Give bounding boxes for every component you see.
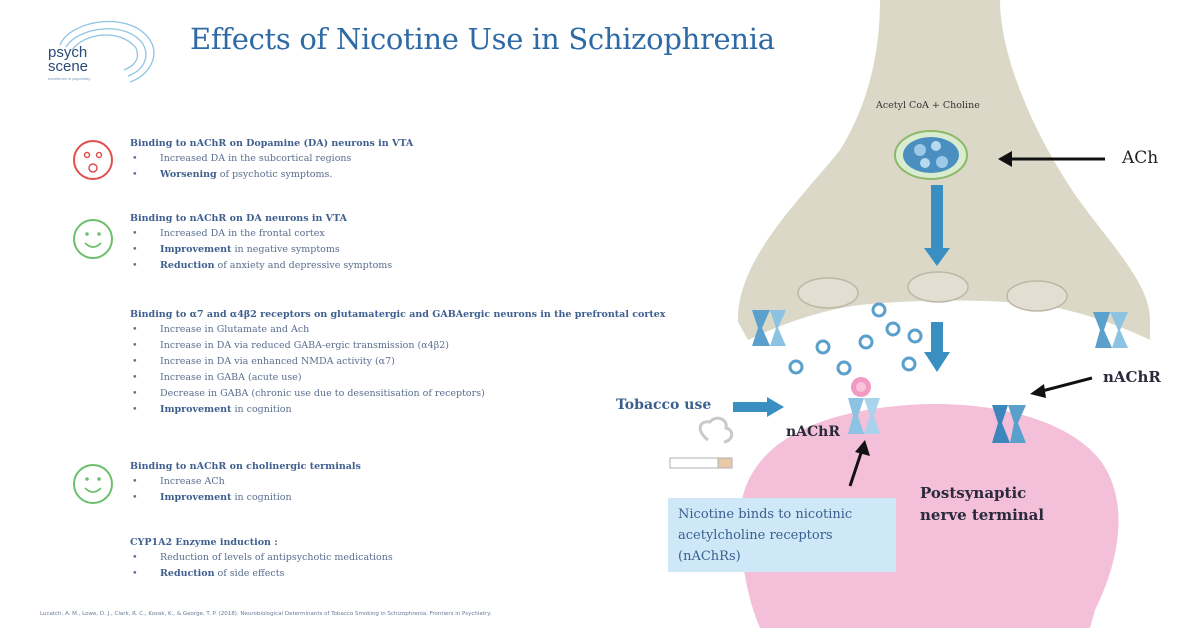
release-site-right: [1006, 280, 1068, 312]
bullet-item: Reduction of anxiety and depressive symp…: [130, 260, 392, 271]
bullet-item: Increase in Glutamate and Ach: [130, 324, 665, 335]
section-heading: Binding to α7 and α4β2 receptors on glut…: [130, 309, 666, 320]
postsynaptic-label-line2: nerve terminal: [920, 506, 1045, 524]
bullet-item: Improvement in cognition: [130, 492, 361, 503]
bullet-item: Reduction of levels of antipsychotic med…: [130, 552, 393, 563]
bullet-list: Reduction of levels of antipsychotic med…: [130, 552, 393, 579]
logo: psych scene excellence in psychiatry: [40, 20, 170, 90]
release-site-center: [907, 271, 969, 303]
section-prefrontal-receptors: Binding to α7 and α4β2 receptors on glut…: [130, 309, 665, 420]
presynaptic-receptor-left: [752, 310, 786, 346]
nachr-label-right: nAChR: [1103, 368, 1161, 386]
bullet-item: Improvement in negative symptoms: [130, 244, 392, 255]
ach-pointer-head: [998, 151, 1012, 167]
vesicle-core: [903, 137, 959, 173]
section-cyp1a2: CYP1A2 Enzyme induction : Reduction of l…: [130, 537, 393, 584]
page-title: Effects of Nicotine Use in Schizophrenia: [190, 22, 775, 56]
bullet-item: Increase in DA via reduced GABA-ergic tr…: [130, 340, 665, 351]
synapse-arrow-shaft: [931, 322, 943, 354]
logo-word-1: psych: [48, 44, 88, 61]
citation: Lucatch, A. M., Lowe, D. J., Clark, R. C…: [40, 611, 492, 617]
sad-face-icon: [73, 140, 113, 180]
tobacco-use-label: Tobacco use: [616, 397, 712, 413]
bullet-item: Increased DA in the subcortical regions: [130, 153, 413, 164]
ach-molecules: [788, 302, 923, 376]
section-heading: Binding to nAChR on cholinergic terminal…: [130, 461, 361, 472]
logo-tagline: excellence in psychiatry: [48, 76, 91, 81]
bullet-list: Increased DA in the subcortical regions …: [130, 153, 413, 180]
section-da-vta-negative: Binding to nAChR on Dopamine (DA) neuron…: [130, 138, 413, 185]
bullet-item: Improvement in cognition: [130, 404, 665, 415]
nachr-label-center: nAChR: [786, 424, 840, 440]
release-arrow-head: [924, 248, 950, 266]
section-heading: CYP1A2 Enzyme induction :: [130, 537, 278, 548]
nachr-pointer-shaft: [1041, 376, 1093, 393]
nachr-pointer-head: [1030, 384, 1046, 398]
bullet-item: Increase ACh: [130, 476, 361, 487]
ach-label: ACh: [1122, 148, 1159, 168]
synapse-arrow-head: [924, 352, 950, 372]
happy-face-icon: [73, 464, 113, 504]
postsynaptic-receptor-right: [992, 405, 1026, 443]
bullet-list: Increase ACh Improvement in cognition: [130, 476, 361, 503]
callout-pointer-head: [855, 440, 870, 456]
happy-face-icon: [73, 219, 113, 259]
bullet-list: Increased DA in the frontal cortex Impro…: [130, 228, 392, 271]
bullet-item: Decrease in GABA (chronic use due to des…: [130, 388, 665, 399]
acetyl-coa-label: Acetyl CoA + Choline: [876, 100, 980, 111]
cigarette-icon: [669, 416, 734, 469]
presynaptic-receptor-right: [1093, 312, 1128, 348]
logo-word-2: scene: [48, 58, 89, 75]
section-da-vta-positive: Binding to nAChR on DA neurons in VTA In…: [130, 213, 392, 276]
section-heading: Binding to nAChR on Dopamine (DA) neuron…: [130, 138, 414, 149]
bullet-item: Worsening of psychotic symptoms.: [130, 169, 413, 180]
tobacco-arrow-head: [767, 397, 784, 417]
bullet-item: Increased DA in the frontal cortex: [130, 228, 392, 239]
postsynaptic-receptor-center: [848, 398, 880, 434]
postsynaptic-label-line1: Postsynaptic: [920, 484, 1027, 502]
logo-swirl-icon: [59, 20, 155, 83]
section-heading: Binding to nAChR on DA neurons in VTA: [130, 213, 347, 224]
callout-pointer-shaft: [848, 449, 864, 487]
bullet-item: Reduction of side effects: [130, 568, 393, 579]
release-site-left: [797, 277, 859, 309]
nicotine-callout: Nicotine binds to nicotinic acetylcholin…: [668, 498, 896, 572]
bullet-list: Increase in Glutamate and Ach Increase i…: [130, 324, 665, 415]
release-arrow-shaft: [931, 185, 943, 250]
tobacco-arrow-shaft: [733, 402, 769, 412]
bullet-item: Increase in GABA (acute use): [130, 372, 665, 383]
section-cholinergic: Binding to nAChR on cholinergic terminal…: [130, 461, 361, 508]
bullet-item: Increase in DA via enhanced NMDA activit…: [130, 356, 665, 367]
